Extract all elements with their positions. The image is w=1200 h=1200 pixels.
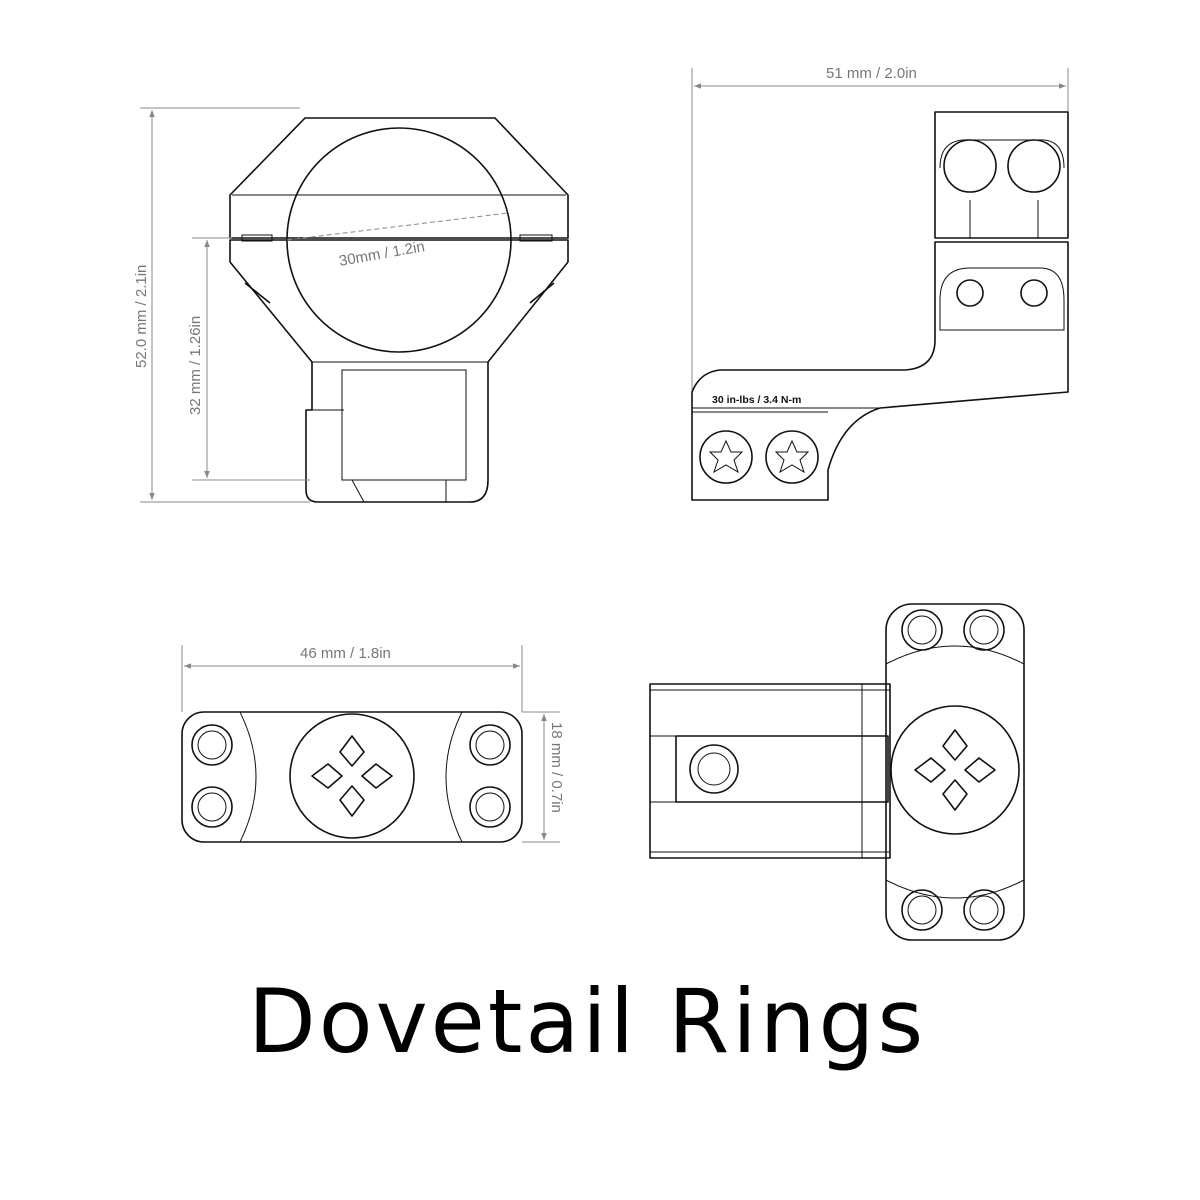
logo-mark-icon: [311, 735, 393, 817]
top-cap-outline: [181, 711, 523, 843]
center-height-label: 32 mm / 1.26in: [187, 316, 204, 415]
side-cap-outline: [934, 111, 1069, 239]
side-base-outline: [691, 241, 1069, 501]
plan-cap-outline: [885, 603, 1025, 941]
page-title: Dovetail Rings: [248, 970, 926, 1073]
tube-diameter-label: 30mm / 1.2in: [338, 238, 426, 270]
logo-emblem-icon: [289, 713, 415, 839]
ring-cap-outline: [229, 117, 569, 239]
torx-screw-icon: [699, 430, 753, 484]
torx-screw-icon: [765, 430, 819, 484]
torque-spec-label: 30 in-lbs / 3.4 N-m: [712, 394, 801, 406]
cap-depth-label: 18 mm / 0.7in: [548, 722, 565, 813]
top-view: 46 mm / 1.8in 18 mm / 0.7in: [181, 645, 565, 843]
cap-width-label: 46 mm / 1.8in: [300, 645, 391, 662]
side-view: 51 mm / 2.0in 30 in-lbs / 3.4 N-m: [691, 65, 1069, 501]
logo-emblem-icon: [890, 705, 1020, 835]
plan-view: [649, 603, 1025, 941]
front-view: 30mm / 1.2in 52.0 mm / 2.1in 32 mm / 1.2…: [133, 107, 569, 503]
logo-mark-icon: [914, 729, 996, 811]
overall-length-label: 51 mm / 2.0in: [826, 65, 917, 82]
ring-base-outline: [229, 239, 569, 503]
overall-height-label: 52.0 mm / 2.1in: [133, 265, 150, 368]
